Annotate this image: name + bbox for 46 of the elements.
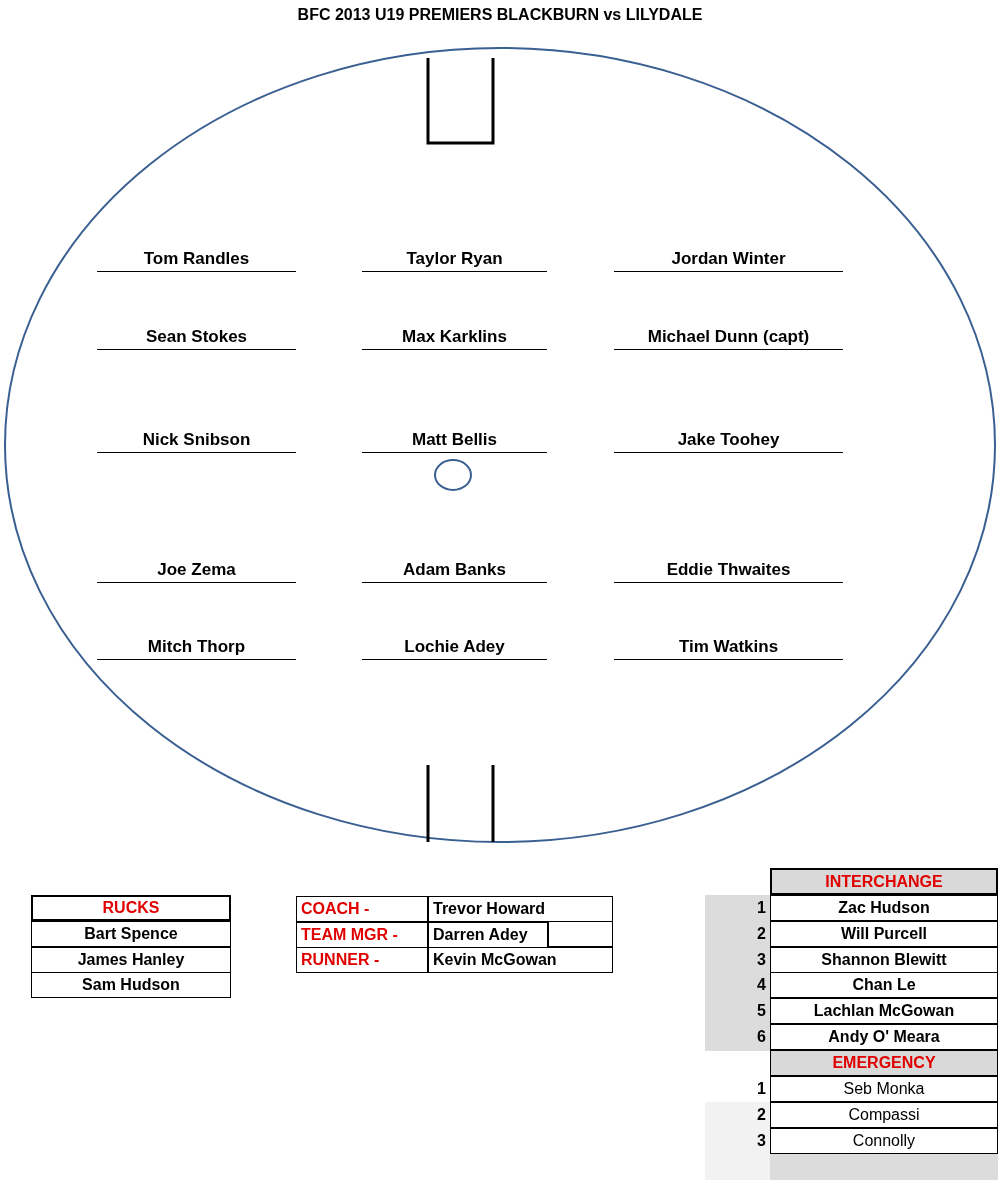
group-heading: EMERGENCY [770, 1050, 998, 1076]
player-name: Bart Spence [31, 921, 231, 947]
player-name: Compassi [770, 1101, 998, 1128]
player-name: Sam Hudson [31, 972, 231, 999]
role-label: RUNNER - [296, 947, 428, 973]
role-label: TEAM MGR - [296, 921, 428, 948]
player-name: Jordan Winter [614, 246, 843, 272]
player-name: Eddie Thwaites [614, 557, 843, 583]
player-name: Shannon Blewitt [770, 946, 998, 973]
row-number: 6 [756, 1027, 767, 1047]
group-heading: RUCKS [31, 895, 231, 921]
row-number: 5 [756, 1001, 767, 1022]
player-name: Chan Le [770, 972, 998, 999]
player-name: Matt Bellis [362, 427, 547, 453]
row-number: 2 [756, 923, 767, 944]
player-name: James Hanley [31, 946, 231, 973]
row-number: 1 [756, 898, 767, 918]
player-name: Sean Stokes [97, 324, 296, 350]
player-name: Seb Monka [770, 1076, 998, 1102]
player-name: Lochie Adey [362, 634, 547, 660]
row-number: 4 [756, 975, 767, 996]
player-name: Andy O' Meara [770, 1024, 998, 1050]
staff-name: Kevin McGowan [428, 947, 613, 973]
player-name: Taylor Ryan [362, 246, 547, 272]
player-name: Tom Randles [97, 246, 296, 272]
player-name: Tim Watkins [614, 634, 843, 660]
player-name: Michael Dunn (capt) [614, 324, 843, 350]
row-number: 3 [756, 949, 767, 970]
player-name: Mitch Thorp [97, 634, 296, 660]
player-name: Nick Snibson [97, 427, 296, 453]
player-name: Jake Toohey [614, 427, 843, 453]
staff-name: Darren Adey [428, 921, 548, 948]
role-label: COACH - [296, 896, 428, 922]
staff-name: Trevor Howard [428, 896, 613, 922]
player-name: Will Purcell [770, 920, 998, 947]
player-name: Connolly [770, 1127, 998, 1154]
row-number: 3 [756, 1130, 767, 1151]
player-name: Joe Zema [97, 557, 296, 583]
title: BFC 2013 U19 PREMIERS BLACKBURN vs LILYDALE [296, 5, 704, 25]
player-name: Adam Banks [362, 557, 547, 583]
player-name: Zac Hudson [770, 895, 998, 921]
group-heading: INTERCHANGE [770, 868, 998, 895]
player-name: Max Karklins [362, 324, 547, 350]
row-number: 1 [756, 1079, 767, 1099]
row-number: 2 [756, 1104, 767, 1125]
player-name: Lachlan McGowan [770, 998, 998, 1025]
